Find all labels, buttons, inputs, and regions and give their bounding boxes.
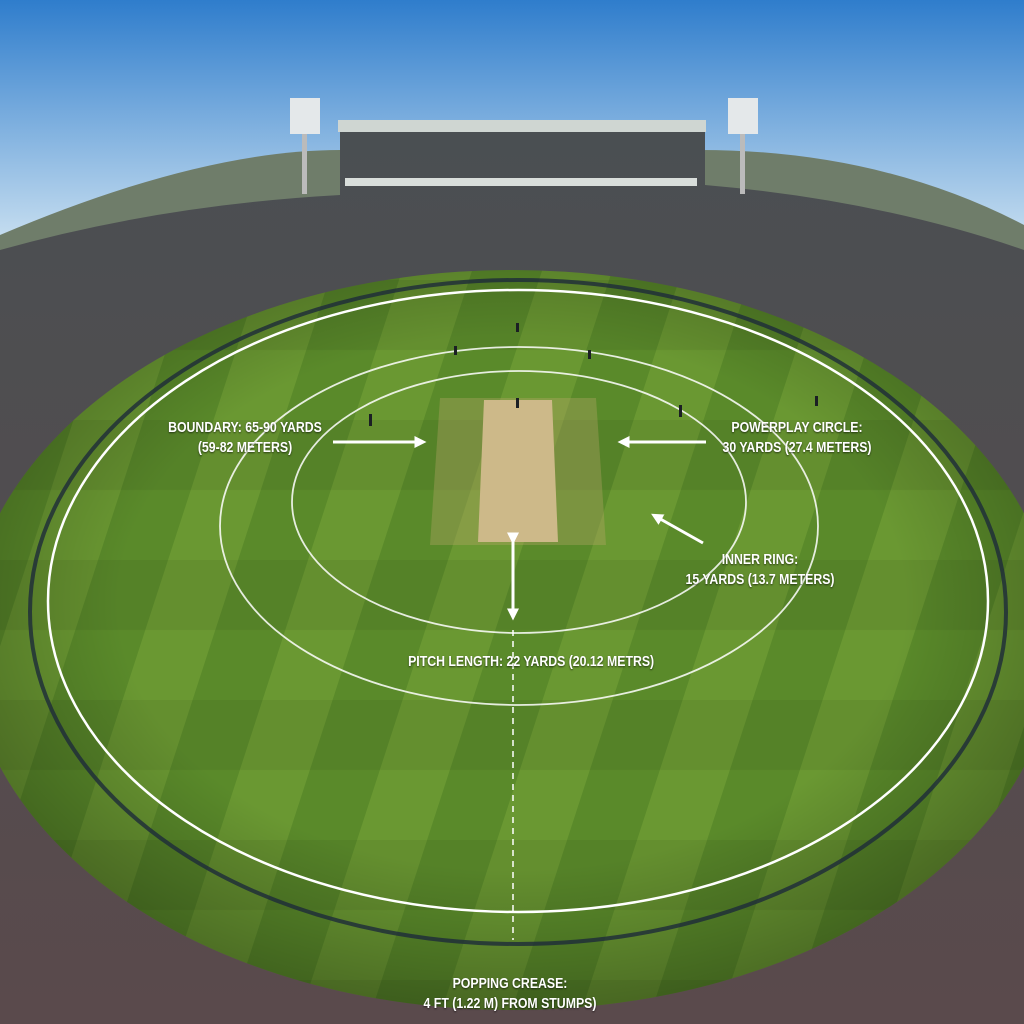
powerplay-circle (219, 346, 819, 706)
advertising-boards (28, 278, 1008, 946)
popping-crease-label-line1: POPPING CREASE: (452, 975, 568, 992)
boundary-label-line2: (59-82 METERS) (197, 439, 293, 456)
pitch-length-label-line1: PITCH LENGTH: 22 YARDS (20.12 METRS) (408, 653, 655, 670)
square (430, 398, 606, 545)
pitch-length-label: PITCH LENGTH: 22 YARDS (20.12 METRS) (408, 652, 655, 672)
powerplay-label-line2: 30 YARDS (27.4 METERS) (722, 439, 872, 456)
inner-ring-label-line1: INNER RING: (721, 551, 799, 568)
main-stand-roof (338, 120, 706, 132)
boundary-line (46, 288, 990, 914)
pitch (478, 400, 558, 542)
inner-ring (291, 370, 747, 634)
powerplay-label-line1: POWERPLAY CIRCLE: (731, 419, 863, 436)
inner-ring-label-line2: 15 YARDS (13.7 METERS) (685, 571, 835, 588)
boundary-label-line1: BOUNDARY: 65-90 YARDS (168, 419, 322, 436)
floodlight-left (290, 98, 320, 194)
powerplay-label: POWERPLAY CIRCLE: 30 YARDS (27.4 METERS) (711, 418, 883, 458)
boundary-label: BOUNDARY: 65-90 YARDS (59-82 METERS) (159, 418, 331, 458)
popping-crease-label-line2: 4 FT (1.22 M) FROM STUMPS) (423, 995, 597, 1012)
inner-ring-label: INNER RING: 15 YARDS (13.7 METERS) (674, 550, 846, 590)
main-stand-tier (345, 178, 697, 186)
popping-crease-label: POPPING CREASE: 4 FT (1.22 M) FROM STUMP… (408, 974, 613, 1014)
floodlight-right (728, 98, 758, 194)
outfield-shading (0, 270, 1024, 1010)
fielders (369, 323, 818, 426)
inner-ring-arrow (651, 513, 704, 545)
